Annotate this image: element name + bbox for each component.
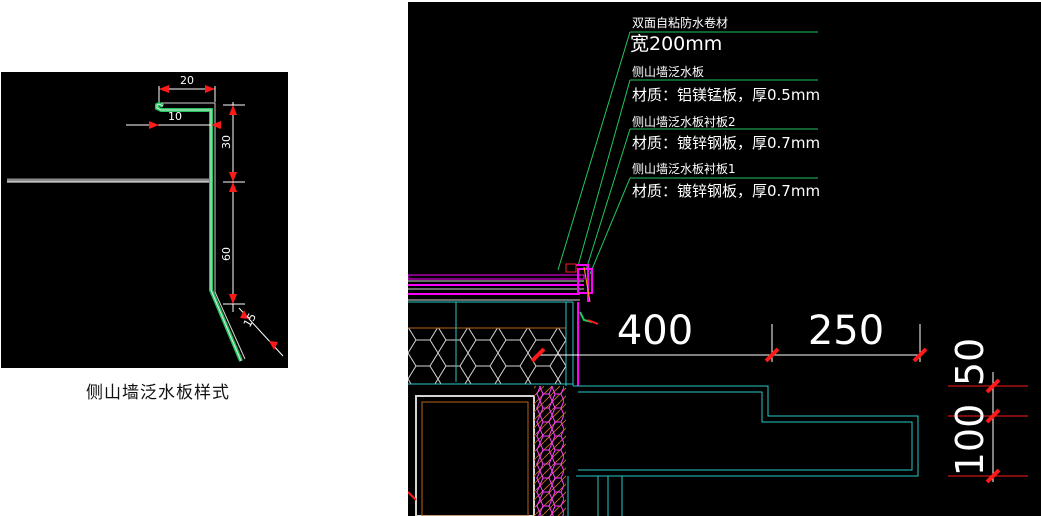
dim-lip-label: 10 [168,110,182,123]
dim-lip: 10 [126,110,221,129]
dim-left-label: 400 [617,308,693,354]
dim-kick-label: 15 [241,311,259,330]
dim-lower-height-label: 60 [220,247,233,261]
leader-lines [557,31,818,275]
wall-section [415,386,566,516]
dim-top-width: 20 [158,74,216,102]
dim-vertical: 50 100 [948,338,1028,484]
gutter-section [567,385,919,516]
callout-3-line1: 侧山墙泛水板衬板2 [632,115,736,129]
insulation-fill [408,328,566,384]
section-detail-drawing: 双面自粘防水卷材 宽200mm 侧山墙泛水板 材质：铝镁锰板，厚0.5mm 侧山… [408,15,1028,516]
flashing-profile-drawing: 20 10 30 60 15 [7,74,284,362]
callout-2-line1: 侧山墙泛水板 [632,65,704,79]
callout-4-line2: 材质：镀锌钢板，厚0.7mm [632,182,820,200]
dim-upper-vertical-label: 50 [948,338,992,386]
callout-4-line1: 侧山墙泛水板衬板1 [632,162,736,176]
dim-right-label: 250 [808,308,884,354]
flashing-profile-panel: 20 10 30 60 15 [1,72,288,368]
callout-3-line2: 材质：镀锌钢板，厚0.7mm [632,134,820,152]
roof-panels [408,263,599,325]
callout-2-line2: 材质：铝镁锰板，厚0.5mm [632,86,820,104]
flashing-profile [155,101,246,362]
callout-1-line2: 宽200mm [630,33,722,55]
dim-top-width-label: 20 [180,74,194,87]
dim-upper-height-label: 30 [220,135,233,149]
dim-vertical-chain: 30 60 [220,102,245,312]
purlin-lines [408,301,574,386]
dim-lower-vertical-label: 100 [948,404,992,477]
callout-1-line1: 双面自粘防水卷材 [632,15,728,30]
section-detail-panel: 双面自粘防水卷材 宽200mm 侧山墙泛水板 材质：铝镁锰板，厚0.5mm 侧山… [408,2,1041,516]
dim-horizontal: 400 250 [530,308,928,363]
callout-texts: 双面自粘防水卷材 宽200mm 侧山墙泛水板 材质：铝镁锰板，厚0.5mm 侧山… [630,15,820,200]
wall-line [7,178,209,183]
detail-caption: 侧山墙泛水板样式 [86,383,230,403]
dim-kick: 15 [238,307,284,357]
